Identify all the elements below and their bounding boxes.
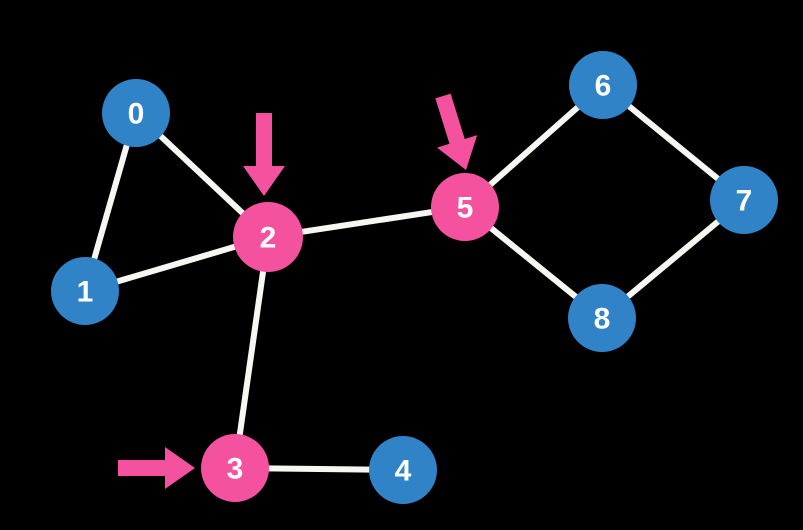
arrow-to-node-3: [118, 447, 195, 489]
graph-node-label-5: 5: [457, 192, 474, 225]
graph-node-1[interactable]: 1: [51, 257, 119, 325]
graph-node-label-8: 8: [594, 303, 611, 336]
graph-node-label-0: 0: [128, 98, 145, 131]
graph-edge-3-4: [265, 465, 373, 473]
graph-node-6[interactable]: 6: [569, 51, 637, 119]
graph-node-label-6: 6: [595, 70, 612, 103]
graph-node-label-4: 4: [395, 455, 412, 488]
graph-node-label-3: 3: [227, 453, 244, 486]
graph-node-circle-2[interactable]: [233, 202, 303, 272]
graph-node-circle-7[interactable]: [710, 166, 778, 234]
graph-edge-6-7: [625, 102, 722, 183]
graph-edge-0-1: [90, 141, 131, 263]
graph-node-label-7: 7: [736, 185, 753, 218]
edge-layer: [90, 102, 723, 473]
graph-node-circle-4[interactable]: [369, 436, 437, 504]
graph-node-label-1: 1: [77, 276, 94, 309]
graph-edge-2-5: [299, 208, 435, 236]
graph-node-2[interactable]: 2: [233, 202, 303, 272]
graph-edge-0-2: [156, 132, 247, 218]
graph-node-7[interactable]: 7: [710, 166, 778, 234]
graph-node-0[interactable]: 0: [102, 79, 170, 147]
graph-node-5[interactable]: 5: [431, 173, 499, 241]
node-layer: 0 1 2 3 4 5 6 7 8: [51, 51, 778, 504]
graph-node-8[interactable]: 8: [568, 284, 636, 352]
graph-node-circle-6[interactable]: [569, 51, 637, 119]
graph-node-3[interactable]: 3: [201, 434, 269, 502]
arrow-layer: [118, 93, 478, 489]
graph-node-circle-1[interactable]: [51, 257, 119, 325]
graph-edge-5-8: [487, 224, 580, 301]
graph-node-label-2: 2: [260, 222, 277, 255]
graph-edge-2-3: [236, 268, 267, 438]
graph-edge-7-8: [623, 217, 723, 301]
graph-node-4[interactable]: 4: [369, 436, 437, 504]
graph-node-circle-8[interactable]: [568, 284, 636, 352]
graph-node-circle-0[interactable]: [102, 79, 170, 147]
arrow-to-node-5: [435, 93, 478, 170]
graph-edge-5-6: [486, 103, 582, 189]
graph-node-circle-3[interactable]: [201, 434, 269, 502]
graph-node-circle-5[interactable]: [431, 173, 499, 241]
graph-edge-1-2: [113, 243, 239, 286]
arrow-to-node-2: [243, 113, 285, 196]
